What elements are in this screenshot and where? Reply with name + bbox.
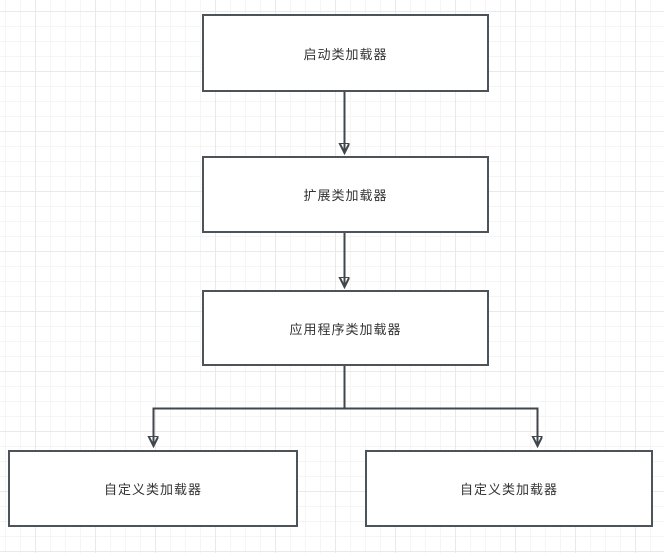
node-label: 应用程序类加载器 — [289, 321, 402, 337]
node-custom-classloader-left[interactable]: 自定义类加载器 — [8, 450, 298, 527]
node-extension-classloader[interactable]: 扩展类加载器 — [202, 156, 489, 233]
node-label: 自定义类加载器 — [459, 482, 558, 497]
node-label: 扩展类加载器 — [303, 188, 388, 203]
edge-application-branch-trunk — [153, 366, 538, 410]
node-bootstrap-classloader[interactable]: 启动类加载器 — [202, 14, 489, 92]
node-label: 自定义类加载器 — [103, 482, 202, 497]
node-label: 启动类加载器 — [303, 46, 388, 62]
node-custom-classloader-right[interactable]: 自定义类加载器 — [365, 450, 653, 527]
node-application-classloader[interactable]: 应用程序类加载器 — [202, 290, 489, 366]
